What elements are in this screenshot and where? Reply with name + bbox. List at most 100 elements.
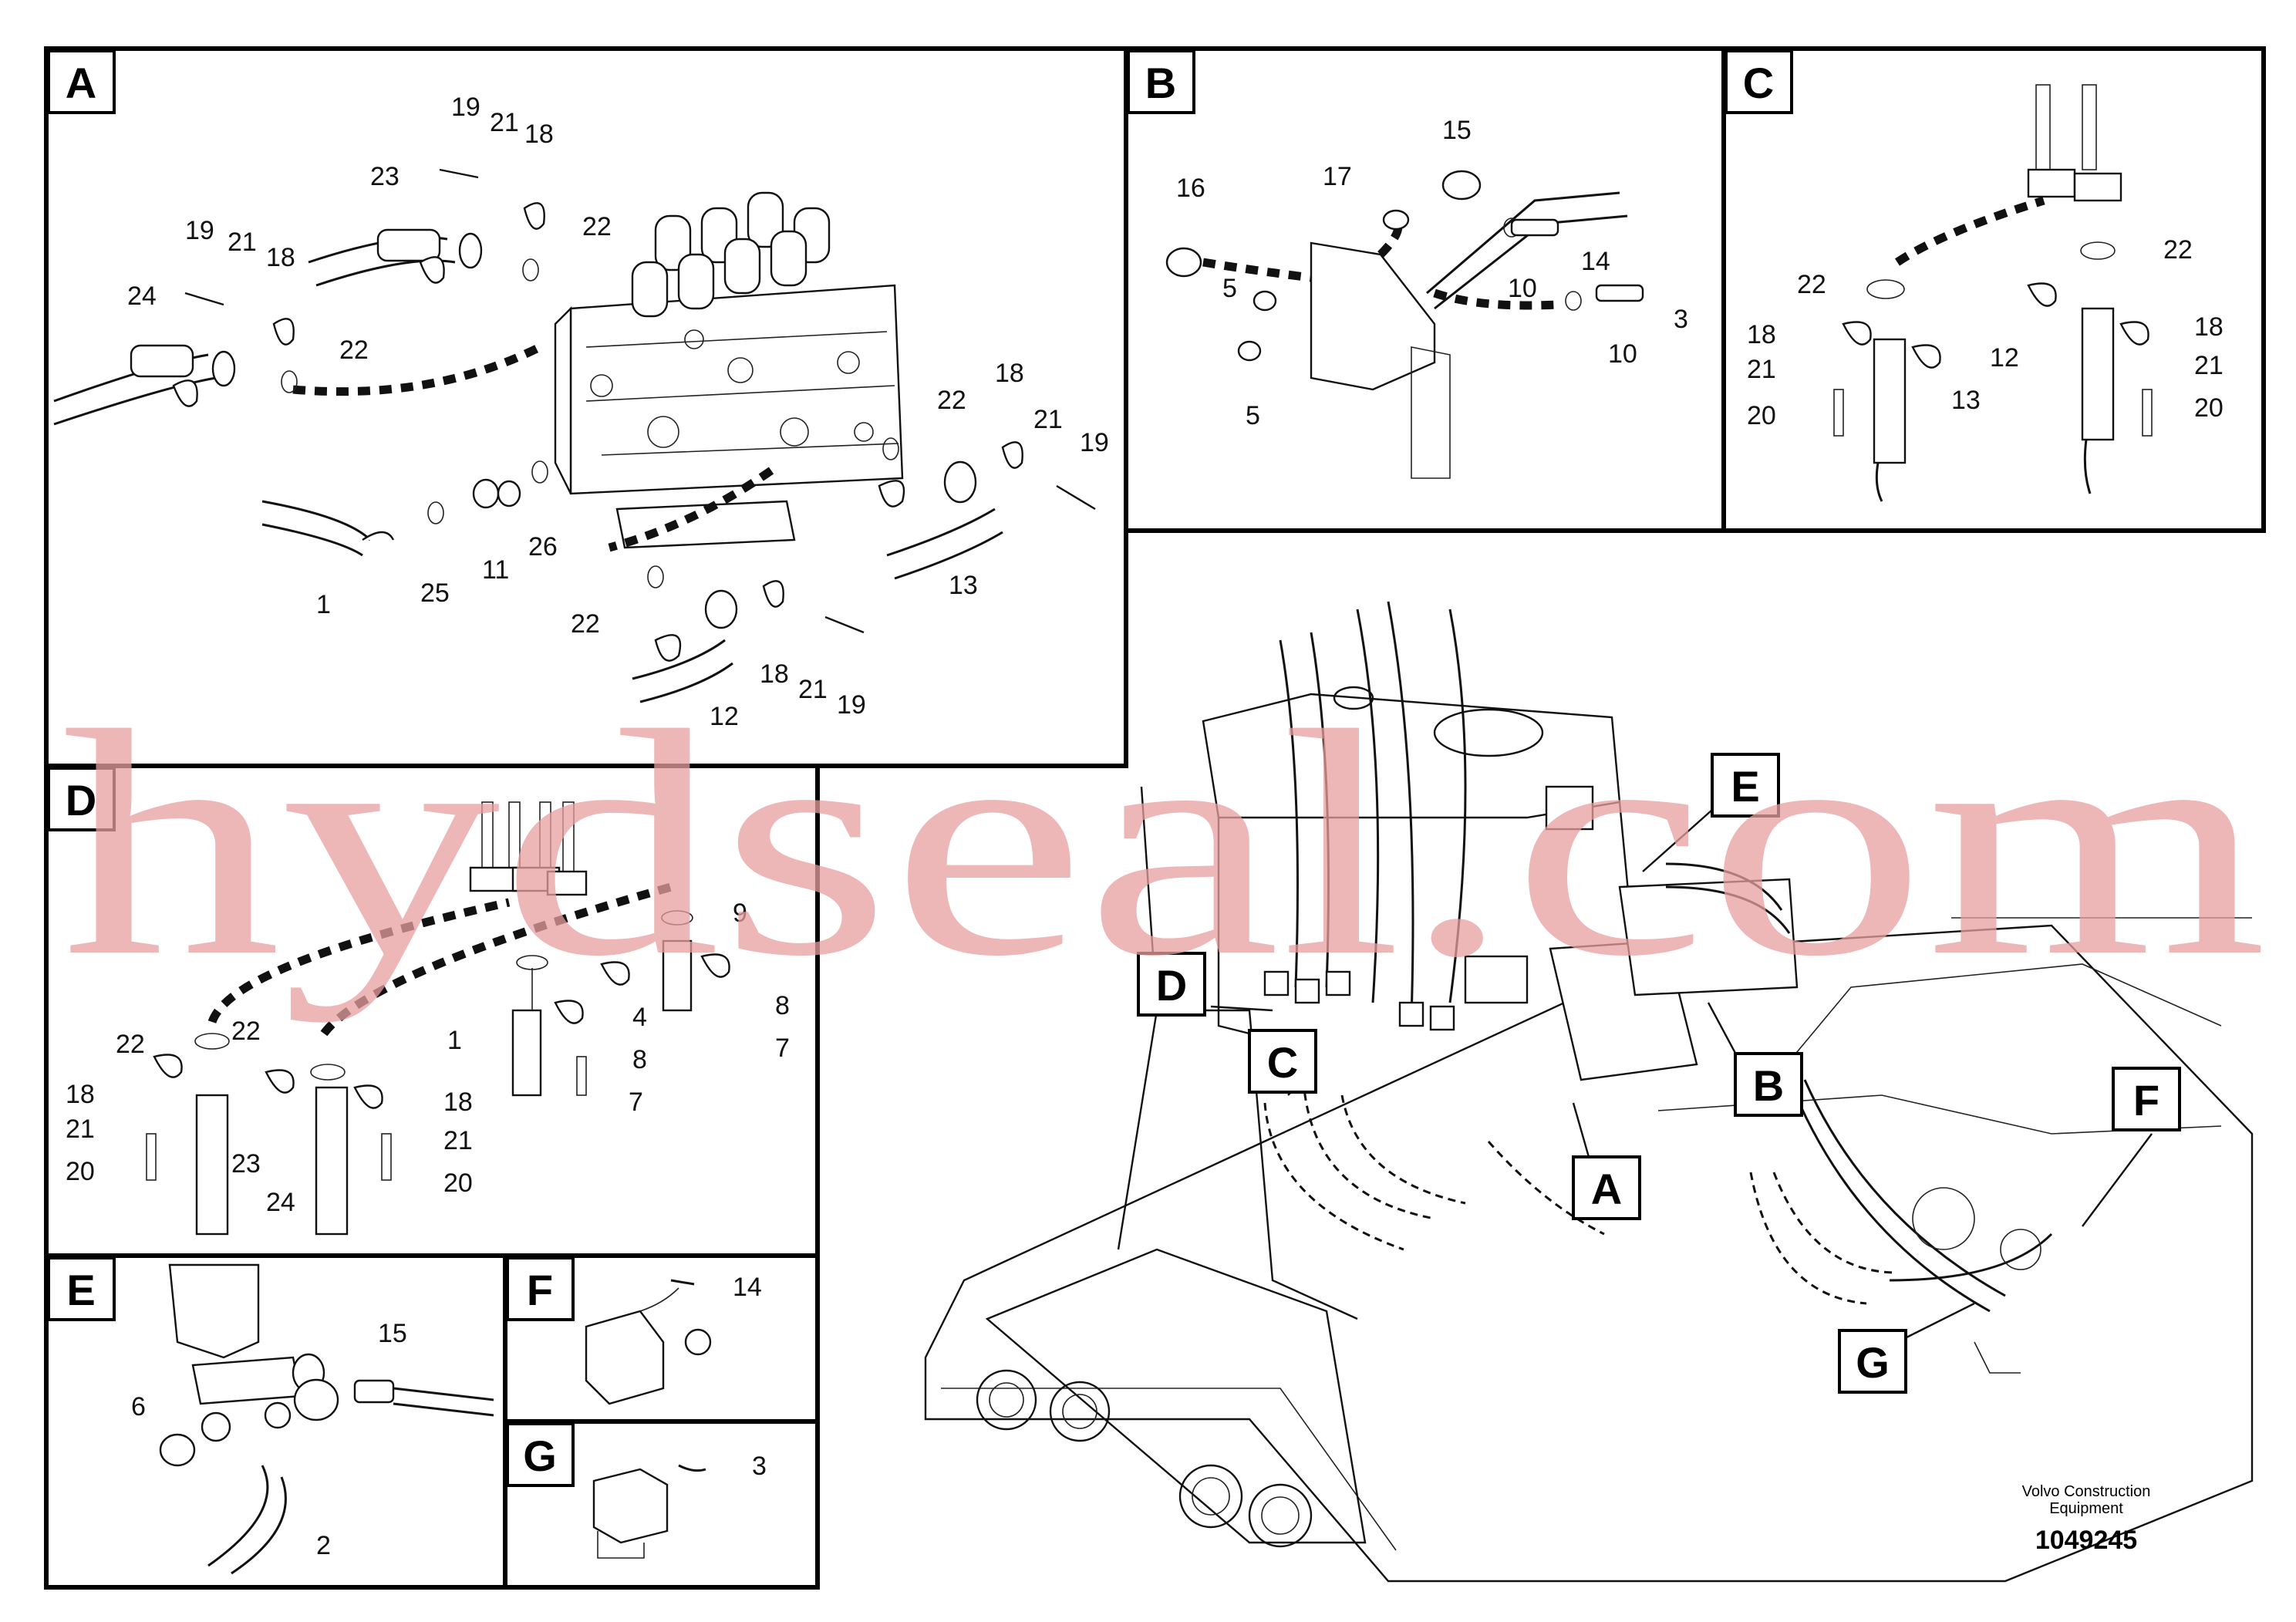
overview-tag-a-label: A: [1591, 1165, 1622, 1213]
overview-tag-a: [1572, 1155, 1641, 1220]
overview-tag-f: [2112, 1067, 2181, 1131]
overview-tags: E D C B A F G: [1137, 753, 2181, 1394]
label-d-22b: 22: [231, 1017, 261, 1046]
label-a-22c: 22: [937, 386, 966, 415]
label-d-21: 21: [66, 1114, 95, 1144]
panel-c: C 22 22 18 21 20 13 12 18 21 20: [1721, 46, 2266, 533]
label-c-22: 22: [1797, 270, 1826, 299]
panel-g-frame: [503, 1419, 820, 1590]
overview-tag-e: [1711, 753, 1780, 818]
label-d-18b: 18: [443, 1088, 473, 1117]
label-c-22b: 22: [2163, 235, 2193, 265]
overview-tag-f-label: F: [2133, 1076, 2159, 1125]
label-a-24: 24: [127, 282, 157, 311]
panel-c-frame: [1721, 46, 2266, 533]
label-a-25: 25: [420, 578, 450, 608]
label-a-19d: 19: [837, 690, 866, 720]
label-d-18: 18: [66, 1080, 95, 1109]
label-a-22d: 22: [571, 609, 600, 639]
label-e-15: 15: [378, 1319, 407, 1348]
panel-f-tag: [506, 1256, 575, 1321]
label-f-14: 14: [733, 1273, 762, 1302]
panel-e: E 15 6 2: [44, 1253, 507, 1590]
overview-tag-b: [1734, 1052, 1803, 1117]
watermark: hydseal.com: [62, 664, 2267, 1023]
panel-c-tag: [1725, 49, 1793, 114]
overview-tag-c-label: C: [1267, 1038, 1298, 1087]
label-a-19b: 19: [185, 216, 214, 245]
label-a-21d: 21: [798, 675, 828, 704]
label-a-21: 21: [490, 108, 519, 137]
hose-assemblies: [53, 168, 1096, 703]
panel-g: G 3: [503, 1419, 820, 1590]
panel-c-label: C: [1743, 59, 1774, 107]
label-c-20: 20: [1747, 401, 1776, 430]
label-a-22b: 22: [339, 336, 369, 365]
panel-f-label: F: [527, 1266, 553, 1314]
label-a-11: 11: [482, 555, 509, 585]
label-a-1: 1: [316, 590, 331, 619]
label-b-10: 10: [1508, 274, 1537, 303]
overview-tag-g-label: G: [1856, 1338, 1890, 1387]
panel-a-label: A: [66, 59, 96, 107]
label-c-12: 12: [1990, 343, 2019, 373]
label-b-10b: 10: [1608, 339, 1637, 369]
label-a-22: 22: [582, 212, 612, 241]
label-c-21b: 21: [2194, 351, 2224, 380]
control-valve-block: [554, 191, 904, 549]
panel-b: B 15 17 16 14 5 10 3 10 5: [1124, 46, 1726, 533]
label-e-6: 6: [131, 1392, 146, 1421]
label-d-21b: 21: [443, 1126, 473, 1155]
bracket-plate: [1310, 241, 1436, 391]
label-c-20b: 20: [2194, 393, 2224, 423]
label-a-18c: 18: [995, 359, 1024, 388]
panel-d-label: D: [66, 776, 96, 824]
label-c-18: 18: [1747, 320, 1776, 349]
label-a-18: 18: [524, 120, 554, 149]
panel-a-labels: 19 21 18 23 22 19 21 18 24 22 22 18 21 1…: [127, 93, 1109, 731]
panel-g-label: G: [523, 1431, 557, 1480]
label-a-21c: 21: [1033, 405, 1063, 434]
overview-tag-b-label: B: [1753, 1061, 1784, 1110]
label-c-18b: 18: [2194, 312, 2224, 342]
label-a-18b: 18: [266, 243, 295, 272]
label-g-3: 3: [752, 1452, 767, 1481]
label-a-21b: 21: [228, 228, 257, 257]
label-c-21: 21: [1747, 355, 1776, 384]
label-b-16: 16: [1176, 174, 1205, 203]
label-d-20b: 20: [443, 1168, 473, 1198]
panel-b-label: B: [1145, 59, 1176, 107]
panel-a-tag: [47, 49, 116, 114]
label-e-2: 2: [316, 1531, 331, 1560]
label-a-19c: 19: [1080, 428, 1109, 457]
panel-a: A: [44, 46, 1128, 768]
panel-g-tag: [506, 1422, 575, 1487]
label-d-1: 1: [447, 1026, 462, 1055]
overview-tag-d-label: D: [1156, 961, 1187, 1010]
excavator-upper-frame-overview: [924, 601, 2254, 1583]
label-a-19: 19: [451, 93, 480, 122]
label-b-3: 3: [1674, 305, 1688, 334]
label-a-26: 26: [528, 532, 558, 561]
panel-e-label: E: [66, 1266, 95, 1314]
label-b-14: 14: [1581, 247, 1610, 276]
label-d-23: 23: [231, 1149, 261, 1179]
label-a-13: 13: [949, 571, 978, 600]
hose-route-24: [292, 343, 542, 396]
label-d-8: 8: [775, 991, 790, 1020]
label-a-23: 23: [370, 162, 400, 191]
label-d-22: 22: [116, 1030, 145, 1059]
label-b-17: 17: [1323, 162, 1352, 191]
panel-d: D 9 4 8 1 8 7 7 22 22 18: [44, 764, 820, 1258]
panel-d-tag: [47, 767, 116, 831]
label-d-9: 9: [733, 899, 747, 928]
label-d-4: 4: [632, 1003, 647, 1032]
caption-company-line1: Volvo Construction: [2022, 1483, 2151, 1500]
label-d-20: 20: [66, 1157, 95, 1186]
overview-tag-g: [1838, 1329, 1907, 1394]
label-d-24: 24: [266, 1188, 295, 1217]
label-b-15: 15: [1442, 116, 1472, 145]
panel-b-tag: [1127, 49, 1195, 114]
label-d-7: 7: [775, 1034, 790, 1063]
